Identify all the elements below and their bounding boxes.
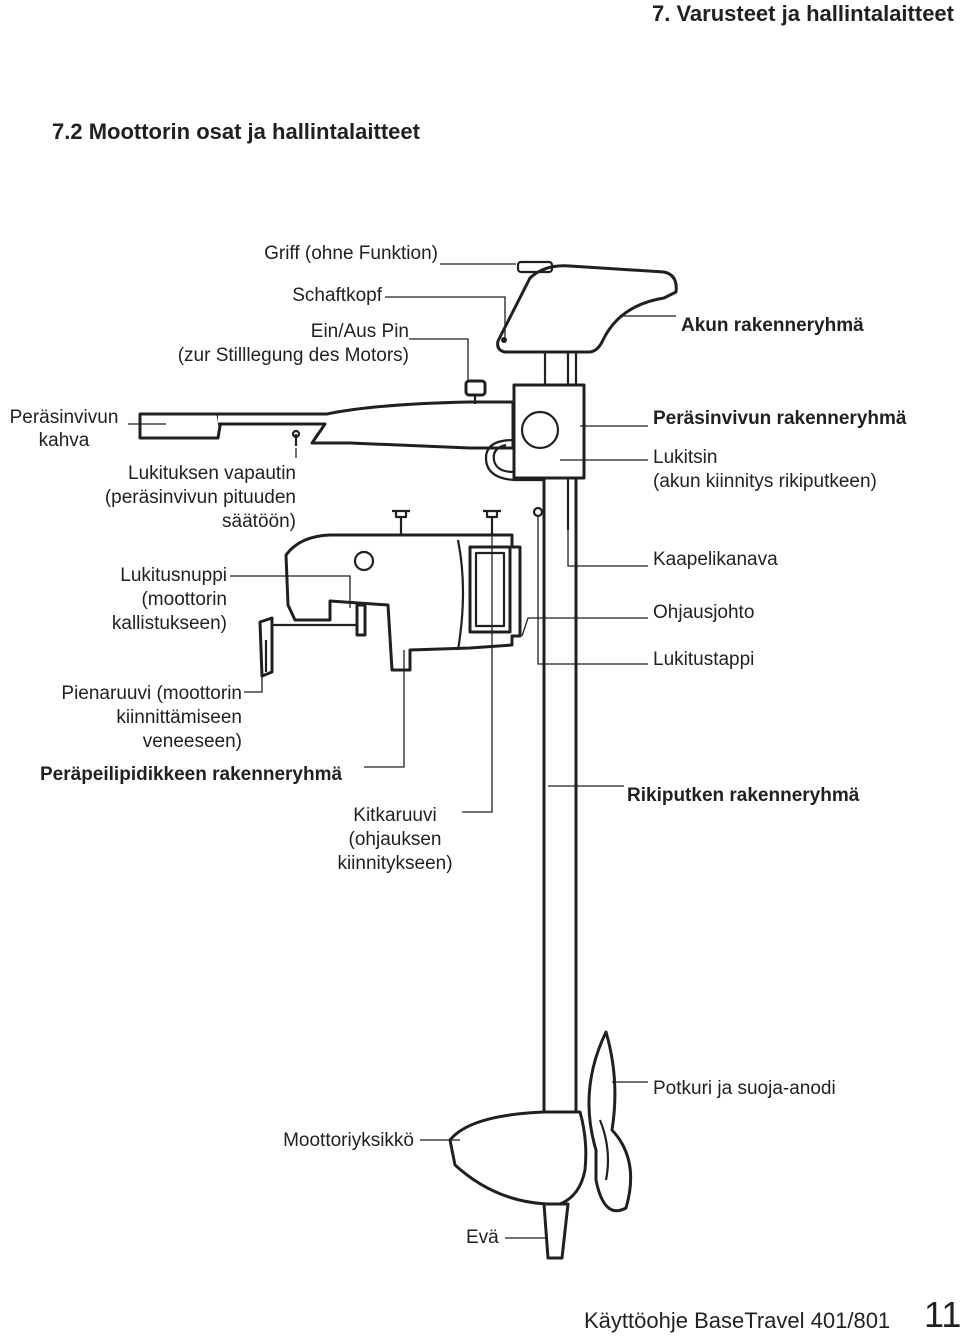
label-pienaruuvi-2: kiinnittämiseen <box>116 707 242 728</box>
label-eva: Evä <box>466 1227 499 1248</box>
tiller-grip <box>138 412 222 440</box>
label-pienaruuvi-1: Pienaruuvi (moottorin <box>61 683 242 704</box>
chapter-title: 7. Varusteet ja hallintalaitteet <box>651 1 954 26</box>
label-lukitusnuppi-2: (moottorin <box>141 589 227 610</box>
label-akun: Akun rakenneryhmä <box>681 315 864 336</box>
section-title: 7.2 Moottorin osat ja hallintalaitteet <box>52 119 420 144</box>
label-moottoriyksikko: Moottoriyksikkö <box>283 1130 414 1151</box>
leader-perapeili <box>364 650 405 768</box>
label-perapeili: Peräpeilipidikkeen rakenneryhmä <box>40 764 343 785</box>
label-kitkaruuvi-1: Kitkaruuvi <box>353 805 437 826</box>
label-vapautin-1: Lukituksen vapautin <box>128 463 296 484</box>
label-kitkaruuvi-2: (ohjauksen <box>348 829 442 850</box>
shaft-tube <box>542 476 578 1120</box>
label-vapautin-2: (peräsinvivun pituuden <box>104 487 296 508</box>
label-kitkaruuvi-3: kiinnitykseen) <box>337 853 453 874</box>
label-schaftkopf: Schaftkopf <box>292 285 382 306</box>
label-lukitsin-1: Lukitsin <box>653 447 718 468</box>
shaft-head-knob <box>520 410 560 450</box>
leader-lukitustappi <box>537 516 648 665</box>
footer-manual: Käyttöohje BaseTravel 401/801 <box>584 1308 891 1333</box>
label-kahva-1: Peräsinvivun <box>9 407 119 428</box>
label-perasin-ryhma: Peräsinvivun rakenneryhmä <box>653 408 907 429</box>
tiller-arm <box>218 400 515 450</box>
leader-ohjausjohto <box>521 617 648 637</box>
label-kahva-2: kahva <box>38 430 90 451</box>
label-griff: Griff (ohne Funktion) <box>264 243 438 264</box>
label-lukitustappi: Lukitustappi <box>653 649 755 670</box>
label-rikiputki: Rikiputken rakenneryhmä <box>627 785 860 806</box>
label-pienaruuvi-3: veneeseen) <box>142 731 242 752</box>
leader-kaapelikanava <box>567 530 648 567</box>
leader-kitkaruuvi <box>462 520 493 813</box>
label-potkuri: Potkuri ja suoja-anodi <box>653 1078 836 1099</box>
label-einaus-2: (zur Stilllegung des Motors) <box>177 345 409 366</box>
page-number: 11 <box>924 1294 960 1335</box>
label-lukitsin-2: (akun kiinnitys rikiputkeen) <box>653 471 877 492</box>
leader-einaus <box>409 338 469 380</box>
on-off-pin <box>464 379 487 397</box>
label-lukitusnuppi-3: kallistukseen) <box>111 613 227 634</box>
label-einaus-1: Ein/Aus Pin <box>310 321 409 342</box>
label-kaapelikanava: Kaapelikanava <box>653 549 778 570</box>
leader-pienaruuvi <box>244 676 263 693</box>
leader-schaftkopf <box>385 296 506 342</box>
label-ohjausjohto: Ohjausjohto <box>653 602 755 623</box>
battery-housing <box>496 264 678 354</box>
label-lukitusnuppi-1: Lukitusnuppi <box>120 565 227 586</box>
propeller <box>587 1030 633 1213</box>
leader-lukitusnuppi <box>230 575 351 608</box>
shaft-head-block <box>512 383 586 480</box>
fin <box>542 1202 570 1260</box>
motor-unit <box>448 1110 588 1206</box>
label-vapautin-3: säätöön) <box>222 511 296 532</box>
